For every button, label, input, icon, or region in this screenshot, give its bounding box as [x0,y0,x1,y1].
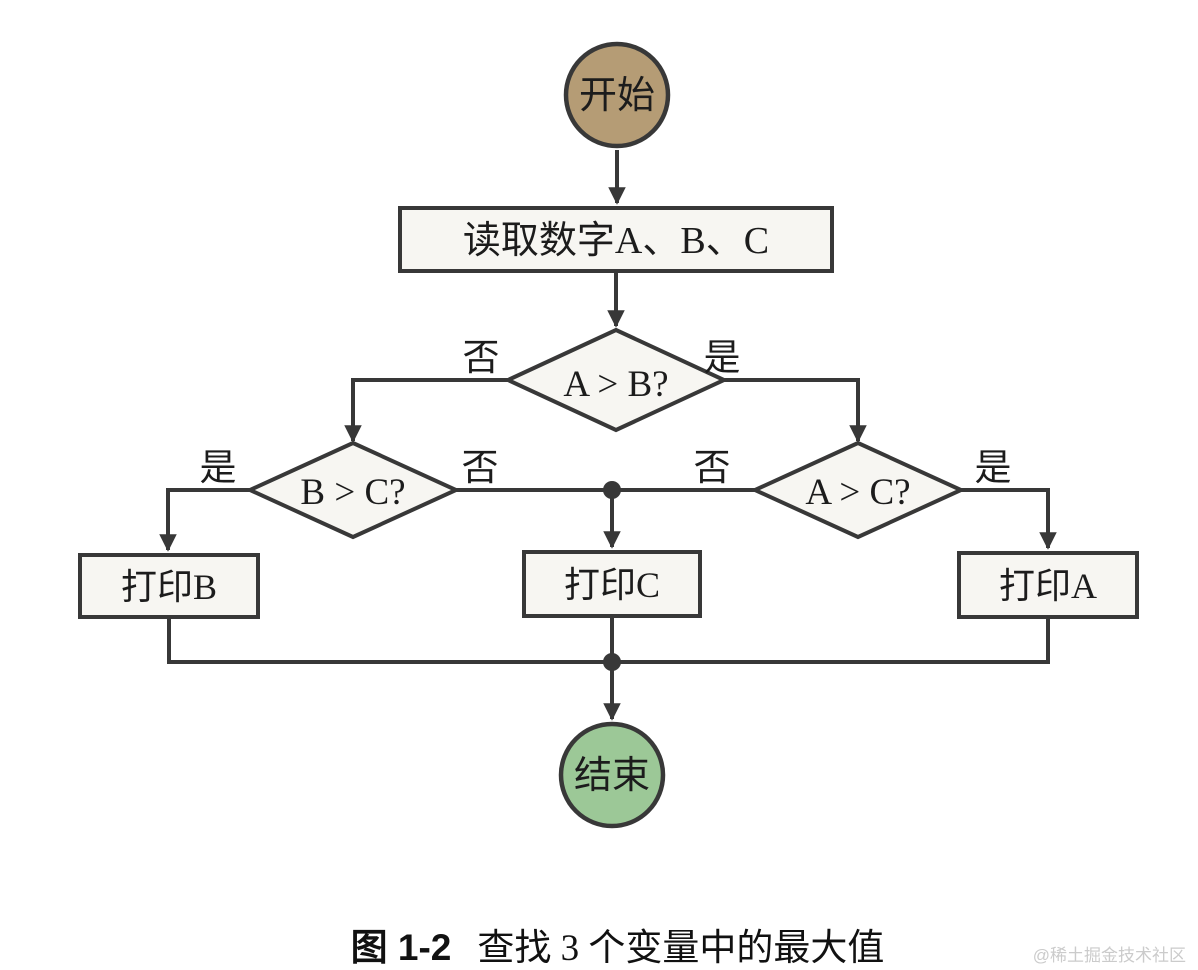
edge-cond-bc-yes-to-print-b [159,488,250,552]
print-c-node [522,550,702,618]
figure-title: 查找 3 个变量中的最大值 [477,928,885,969]
cond-a-gt-b-label: A > B? [563,364,668,405]
cond-b-gt-c-node [245,440,461,540]
end-node-label: 结束 [574,755,650,797]
figure-number: 图 1-2 [350,927,452,968]
print-a-node [957,551,1139,619]
cond-a-gt-c-node [750,440,966,540]
edge-print-a-to-merge [612,617,1050,664]
branch-label-ac-yes: 是 [975,448,1012,489]
figure-caption: 图 1-2 查找 3 个变量中的最大值 [0,874,1198,970]
read-numbers-label: 读取数字A、B、C [463,220,769,262]
cond-b-gt-c-label: B > C? [300,472,405,513]
branch-label-ab-no: 否 [463,338,500,379]
watermark-text: @稀土掘金技术社区 [1032,946,1186,965]
branch-label-bc-no: 否 [462,448,499,489]
print-c-label: 打印C [564,565,660,605]
junction-dot-middle [603,481,621,499]
branch-label-ac-no: 否 [694,448,731,489]
edge-print-b-to-merge [167,617,612,664]
cond-a-gt-b-node [503,327,729,433]
branch-label-ab-yes: 是 [704,338,741,379]
print-b-node [78,553,260,619]
edge-cond-ac-yes-to-print-a [961,488,1057,550]
branch-label-bc-yes: 是 [200,448,237,489]
junction-dot-bottom [603,653,621,671]
edge-cond-ab-yes-to-cond-ac [724,378,867,443]
print-b-label: 打印B [121,567,217,607]
end-node [558,721,666,829]
edge-cond-ab-no-to-cond-bc [344,378,508,443]
print-a-label: 打印A [999,566,1097,606]
start-node [563,41,671,149]
start-node-label: 开始 [579,75,655,117]
cond-a-gt-c-label: A > C? [805,472,910,513]
read-numbers-node [398,206,834,273]
